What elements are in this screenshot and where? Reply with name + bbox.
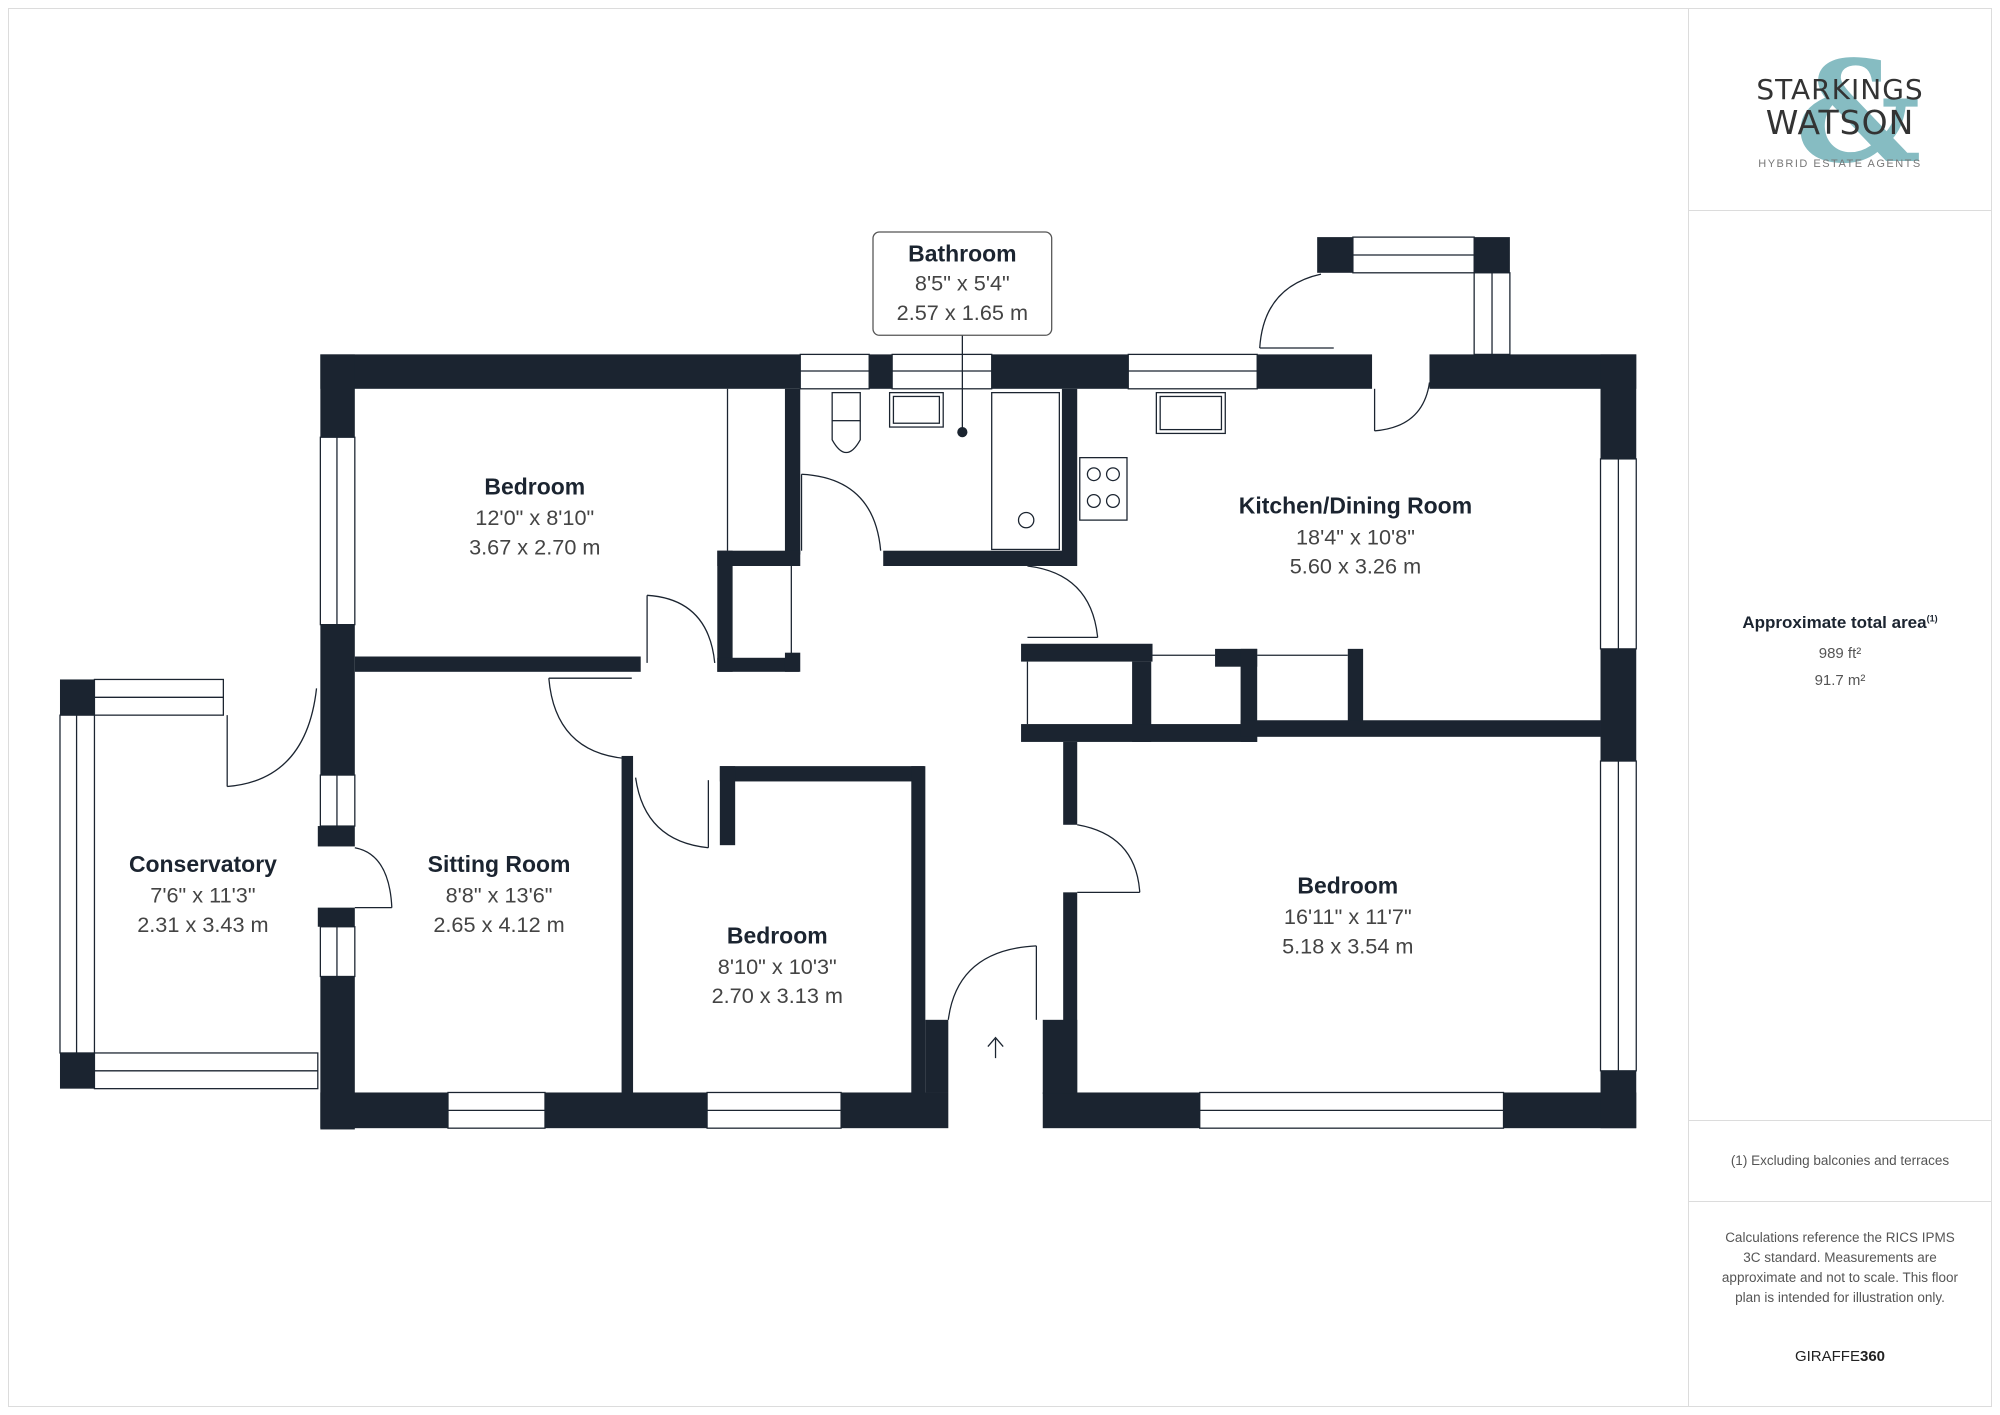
logo-tagline: HYBRID ESTATE AGENTS: [1758, 158, 1922, 170]
total-area: Approximate total area(1) 989 ft² 91.7 m…: [1689, 613, 1991, 689]
room-name-bathroom: Bathroom: [908, 240, 1016, 266]
room-imperial-bedroom-3: 16'11" x 11'7": [1284, 904, 1412, 929]
logo-line-1: STARKINGS: [1756, 73, 1924, 106]
room-name-sitting-room: Sitting Room: [428, 851, 571, 877]
disclaimer: Calculations reference the RICS IPMS 3C …: [1721, 1230, 1959, 1305]
brand-light: GIRAFFE: [1794, 1348, 1860, 1365]
windows-and-fixtures: [59, 236, 1637, 1129]
room-name-bedroom-3: Bedroom: [1297, 873, 1398, 899]
room-name-kitchen: Kitchen/Dining Room: [1239, 493, 1472, 519]
room-labels: Bathroom 8'5" x 5'4" 2.57 x 1.65 m Bedro…: [129, 240, 1472, 1008]
room-imperial-bathroom: 8'5" x 5'4": [915, 271, 1010, 296]
giraffe360-brand: GIRAFFE360: [1689, 1348, 1991, 1365]
area-footnote: (1) Excluding balconies and terraces: [1689, 1120, 1991, 1202]
room-name-bedroom-1: Bedroom: [484, 474, 585, 500]
room-imperial-conservatory: 7'6" x 11'3": [150, 883, 255, 908]
room-name-bedroom-2: Bedroom: [727, 922, 828, 948]
logo-ampersand: &: [1795, 31, 1922, 195]
room-metric-conservatory: 2.31 x 3.43 m: [137, 912, 268, 937]
brand-bold: 360: [1859, 1348, 1886, 1365]
agent-logo: & STARKINGS WATSON HYBRID ESTATE AGENTS: [1689, 8, 1991, 211]
room-imperial-bedroom-2: 8'10" x 10'3": [718, 954, 837, 979]
area-title: Approximate total area: [1742, 613, 1927, 632]
room-name-conservatory: Conservatory: [129, 851, 277, 877]
area-ft: 989 ft²: [1818, 645, 1862, 662]
room-metric-bedroom-1: 3.67 x 2.70 m: [469, 535, 600, 560]
logo-line-2: WATSON: [1765, 103, 1915, 142]
room-imperial-bedroom-1: 12'0" x 8'10": [475, 505, 594, 530]
walls: [59, 237, 1637, 1130]
room-metric-bedroom-2: 2.70 x 3.13 m: [712, 983, 843, 1008]
room-imperial-sitting-room: 8'8" x 13'6": [446, 883, 553, 908]
bathroom-label-box: [872, 231, 1053, 336]
area-m: 91.7 m²: [1814, 672, 1866, 689]
page-frame: [8, 8, 1992, 1407]
room-metric-bedroom-3: 5.18 x 3.54 m: [1282, 934, 1413, 959]
room-metric-bathroom: 2.57 x 1.65 m: [897, 300, 1028, 325]
room-metric-kitchen: 5.60 x 3.26 m: [1290, 554, 1421, 579]
info-panel: & STARKINGS WATSON HYBRID ESTATE AGENTS …: [1688, 8, 1991, 1407]
room-imperial-kitchen: 18'4" x 10'8": [1296, 524, 1415, 549]
room-metric-sitting-room: 2.65 x 4.12 m: [433, 912, 564, 937]
area-note-marker: (1): [1926, 613, 1938, 624]
